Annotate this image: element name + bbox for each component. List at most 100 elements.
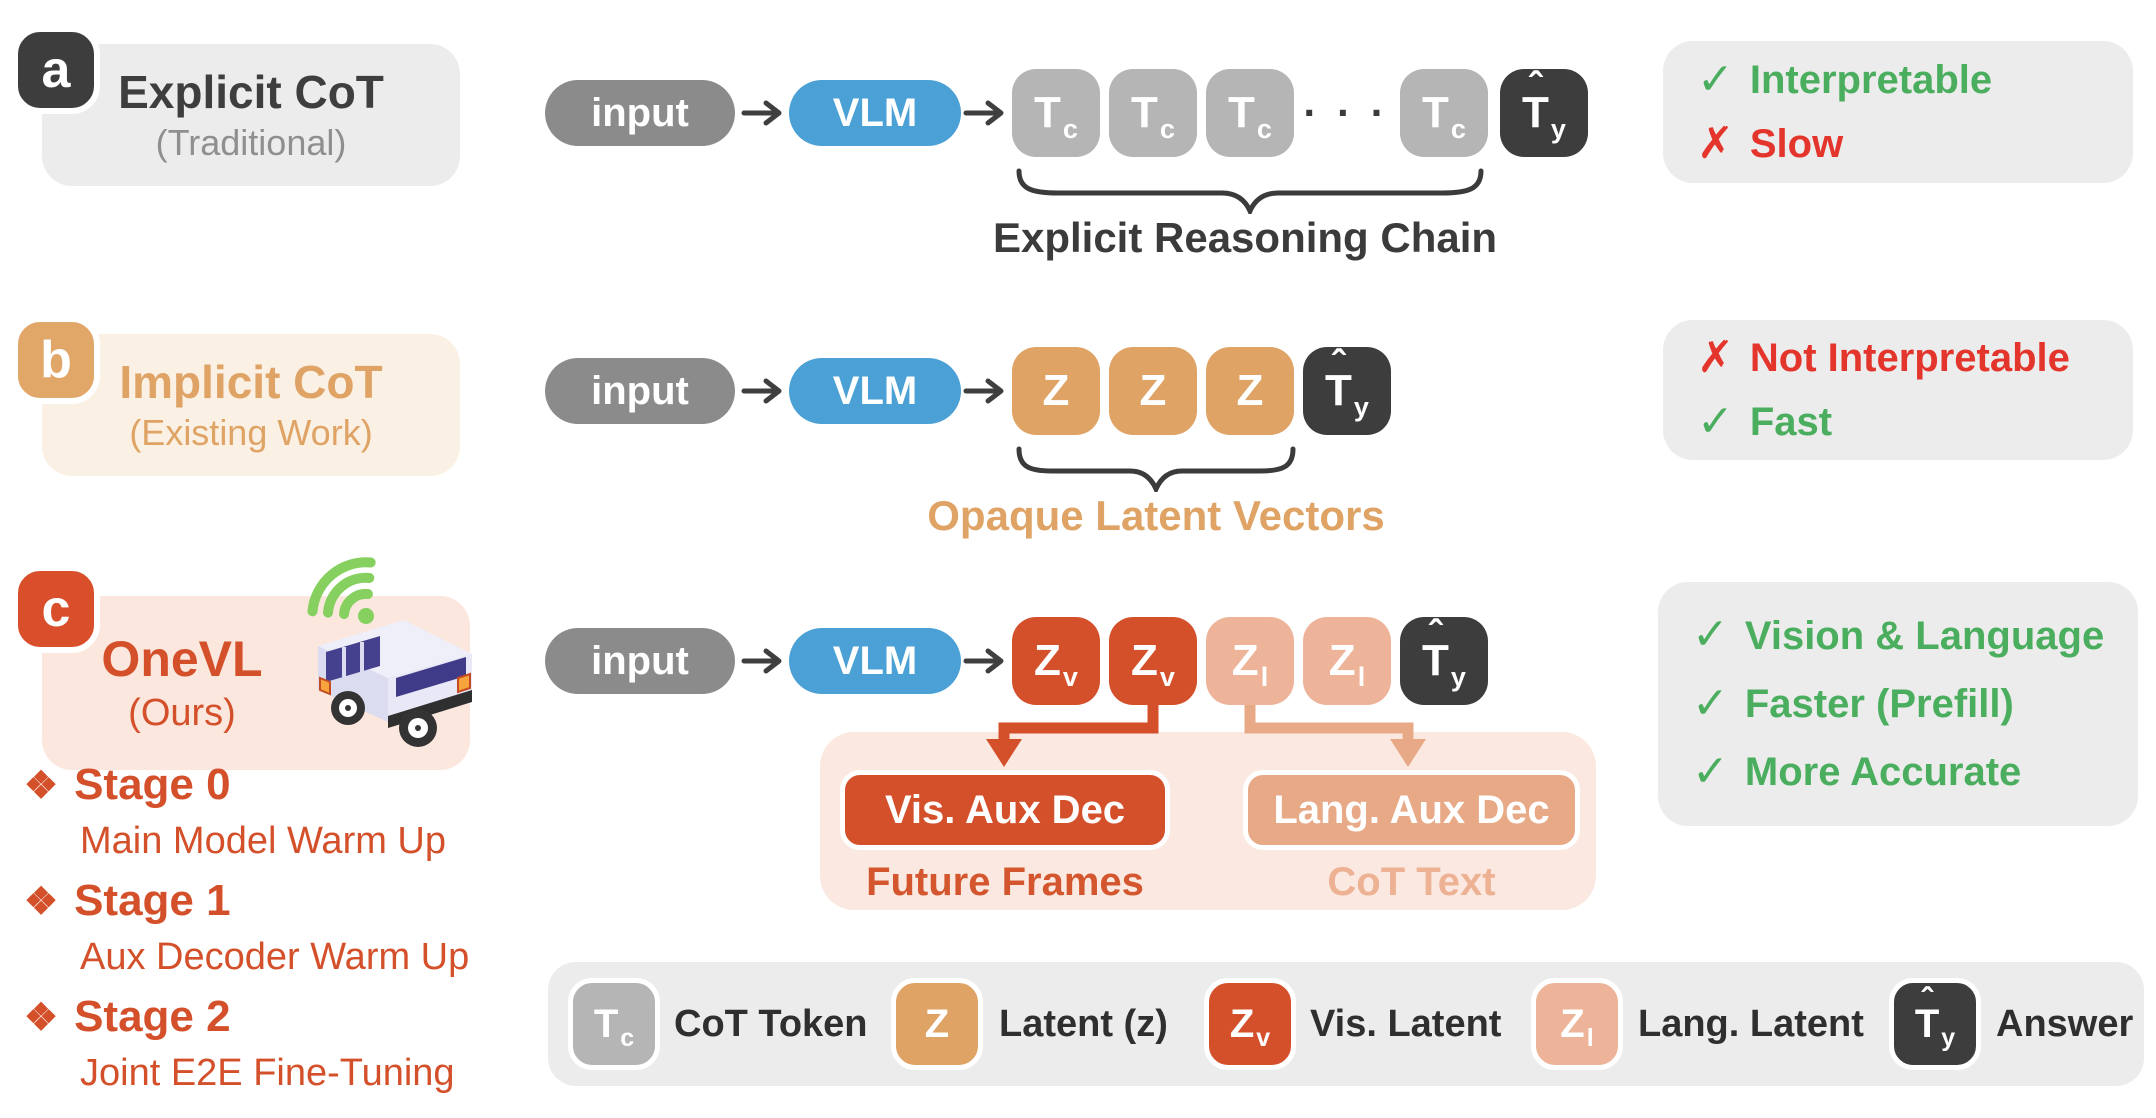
row-b-subtitle: (Existing Work) [129,412,373,454]
row-b-title: Implicit CoT [119,355,383,408]
con-text: Not Interpretable [1749,335,2070,380]
stage-0-title: ❖ Stage 0 [24,760,231,810]
token-letter: T [1422,636,1449,685]
token-sub: c [1450,113,1466,144]
check-icon: ✓ [1692,678,1729,728]
row-c-vlm-pill: VLM [789,628,961,694]
row-c-pros-card: ✓ Vision & Language ✓ Faster (Prefill) ✓… [1658,582,2138,826]
con-line: ✗ Slow [1697,119,2133,168]
token-sub: v [1159,661,1175,692]
token-base: Z [1560,1002,1585,1046]
vis-aux-caption: Future Frames [866,860,1144,904]
pro-text: Faster (Prefill) [1744,681,2014,726]
row-a-subtitle: (Traditional) [155,122,347,164]
token-letter: T [1325,366,1352,415]
check-icon: ✓ [1697,397,1734,446]
row-a-label-card: Explicit CoT (Traditional) [42,44,460,186]
latent-token: Z [1109,347,1197,435]
cross-icon: ✗ [1697,332,1734,382]
token-base: T [1422,88,1449,137]
arrow-right-icon [963,100,1004,126]
arrow-right-icon [963,378,1004,404]
token-letter: T [1914,1002,1940,1046]
latent-token: Z [1206,347,1294,435]
row-c-subtitle: (Ours) [128,692,236,735]
ellipsis: · · · [1303,89,1389,136]
token-base: Z [1034,636,1061,685]
arrow-right-icon [741,378,782,404]
legend-label: Lang. Latent [1638,1002,1864,1045]
diamond-bullet-icon: ❖ [24,880,59,923]
row-b-vlm-pill: VLM [789,358,961,424]
con-line: ✗ Not Interpretable [1697,332,2133,382]
check-icon: ✓ [1692,610,1729,660]
token-base: T [1034,88,1061,137]
diamond-bullet-icon: ❖ [24,996,59,1039]
token-letter: T [1522,88,1549,137]
pro-line: ✓ Fast [1697,397,2133,446]
token-base: T [1131,88,1158,137]
lang-aux-dec-box: Lang. Aux Dec [1243,770,1580,850]
legend-label: Latent (z) [999,1002,1168,1045]
token-sub: y [1550,113,1566,144]
pro-text: Vision & Language [1744,613,2105,658]
vis-aux-dec-box: Vis. Aux Dec [840,770,1170,850]
row-b-pros-card: ✗ Not Interpretable ✓ Fast [1663,320,2133,460]
hat-accent: ˆ [1428,613,1443,657]
stage-2-desc: Joint E2E Fine-Tuning [80,1052,455,1094]
brace-icon [1016,446,1296,492]
row-b-input-pill: input [545,358,735,424]
pro-line: ✓ More Accurate [1692,747,2138,797]
token-sub: v [1062,661,1078,692]
stage-0-desc: Main Model Warm Up [80,820,447,862]
hat-accent: ˆ [1528,65,1543,109]
legend-label: Answer [1996,1002,2134,1045]
legend-latent-chip: Z [891,978,983,1070]
pro-text: More Accurate [1744,750,2022,795]
wifi-icon [307,557,376,624]
pro-text: Interpretable [1749,57,1993,102]
token-base: Z [1231,636,1259,685]
stage-2-title: ❖ Stage 2 [24,992,231,1042]
row-a-pros-card: ✓ Interpretable ✗ Slow [1663,41,2133,183]
lang-aux-caption: CoT Text [1327,860,1496,904]
row-a-vlm-pill: VLM [789,80,961,146]
token-sub: c [1062,113,1078,144]
check-icon: ✓ [1692,747,1729,797]
token-base: Z [1042,366,1070,415]
row-a-input-pill: input [545,80,735,146]
token-sub: l [1260,661,1269,692]
arrow-right-icon [963,648,1004,674]
hat-accent: ˆ [1921,982,1933,1020]
pro-text: Fast [1749,400,1833,445]
token-base: Z [1236,366,1264,415]
row-a-title: Explicit CoT [118,65,384,118]
cross-icon: ✗ [1697,119,1734,168]
token-base: T [593,1002,619,1046]
arrow-right-icon [741,100,782,126]
con-text: Slow [1749,122,1844,167]
latent-token: Z [1012,347,1100,435]
token-sub: l [1357,661,1366,692]
token-base: Z [1229,1002,1255,1046]
stage-1-title: ❖ Stage 1 [24,876,231,926]
hat-accent: ˆ [1331,343,1346,387]
